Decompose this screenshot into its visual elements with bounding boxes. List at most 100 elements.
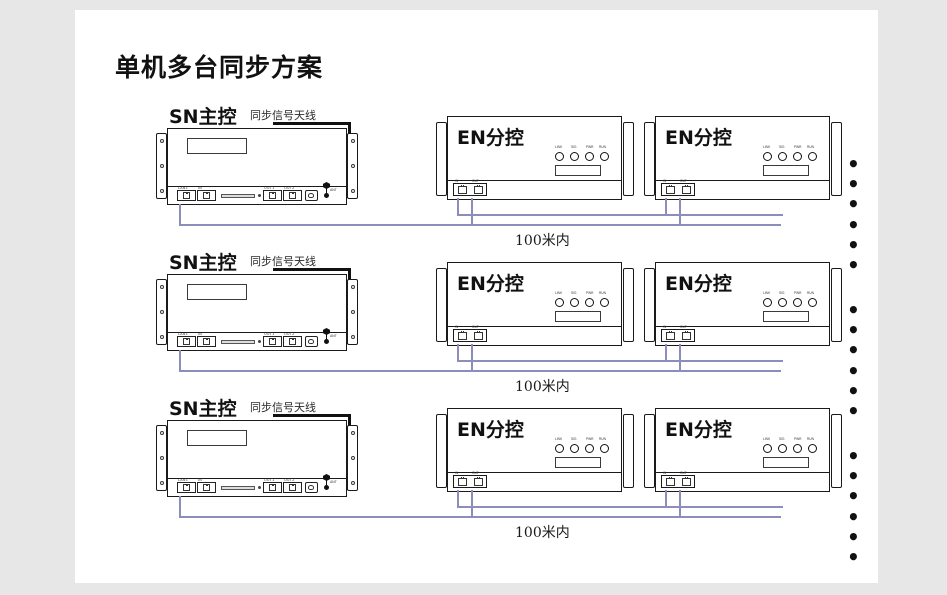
slave-port-group-icon[interactable]: [661, 475, 695, 488]
port-label: OUT2: [284, 477, 295, 482]
diagram-row: SN主控 同步信号天线 LAN1 IN OUT1 OUT2: [75, 102, 878, 275]
master-unit-sn[interactable]: SN主控 同步信号天线 LAN1 IN OUT1 OUT2: [155, 248, 415, 363]
master-port-out1-icon[interactable]: [263, 482, 282, 493]
slave-unit-en[interactable]: EN分控 LINK SIG PWR RUN IN OUT: [435, 262, 650, 362]
network-wire: [665, 344, 667, 362]
slave-knob-icon[interactable]: [585, 152, 594, 161]
antenna-connector-icon[interactable]: ANT: [323, 182, 337, 198]
slave-unit-en[interactable]: EN分控 LINK SIG PWR RUN IN OUT: [643, 262, 858, 362]
slave-knob-icon[interactable]: [570, 298, 579, 307]
master-port-out1-icon[interactable]: [263, 190, 282, 201]
antenna-connector-icon[interactable]: ANT: [323, 474, 337, 490]
slave-knob-icon[interactable]: [808, 152, 817, 161]
master-port-out1-icon[interactable]: [263, 336, 282, 347]
slave-chassis-lower: [447, 472, 622, 492]
port-label: LAN1: [178, 331, 189, 336]
slave-knob-icon[interactable]: [585, 444, 594, 453]
network-wire: [679, 198, 681, 225]
slave-knob-group: LINK SIG PWR RUN: [763, 437, 819, 454]
slave-knob-icon[interactable]: [763, 152, 772, 161]
master-port-lan1-icon[interactable]: [177, 482, 196, 493]
slave-knob-icon[interactable]: [570, 152, 579, 161]
port-label: OUT: [472, 325, 479, 329]
slave-knob-icon[interactable]: [555, 444, 564, 453]
slave-knob-icon[interactable]: [600, 298, 609, 307]
slave-port-group-icon[interactable]: [453, 183, 487, 196]
distance-label: 100米内: [515, 233, 570, 249]
slave-port-group-icon[interactable]: [453, 475, 487, 488]
slave-knob-icon[interactable]: [793, 152, 802, 161]
slave-knob-icon[interactable]: [600, 152, 609, 161]
rack-ear-left-icon: [436, 268, 447, 342]
slave-knob-icon[interactable]: [793, 444, 802, 453]
slave-unit-en[interactable]: EN分控 LINK SIG PWR RUN IN OUT: [435, 116, 650, 216]
network-wire: [179, 204, 181, 226]
slave-unit-en[interactable]: EN分控 LINK SIG PWR RUN IN OUT: [435, 408, 650, 508]
master-display-panel: [187, 430, 247, 446]
master-port-lan1-icon[interactable]: [177, 336, 196, 347]
port-label: OUT1: [264, 477, 275, 482]
network-wire: [179, 224, 781, 226]
master-port-in-icon[interactable]: [197, 190, 216, 201]
more-units-ellipsis: • • •: [847, 298, 863, 362]
rack-ear-left-icon: [644, 414, 655, 488]
master-round-connector-icon[interactable]: [305, 336, 318, 347]
knob-label: SIG: [779, 145, 785, 149]
knob-label: RUN: [599, 291, 606, 295]
slave-unit-en[interactable]: EN分控 LINK SIG PWR RUN IN OUT: [643, 116, 858, 216]
master-port-out2-icon[interactable]: [283, 190, 302, 201]
slave-chassis-lower: [447, 180, 622, 200]
slave-knob-icon[interactable]: [600, 444, 609, 453]
knob-label: LINK: [763, 291, 771, 295]
slave-display-panel: [763, 165, 809, 176]
page-title: 单机多台同步方案: [115, 53, 324, 82]
port-label: OUT2: [284, 331, 295, 336]
master-port-in-icon[interactable]: [197, 482, 216, 493]
rack-ear-left-icon: [436, 122, 447, 196]
slave-knob-icon[interactable]: [808, 298, 817, 307]
slave-chassis-lower: [447, 326, 622, 346]
slave-knob-icon[interactable]: [570, 444, 579, 453]
knob-label: SIG: [571, 145, 577, 149]
port-label: OUT1: [264, 331, 275, 336]
antenna-connector-icon[interactable]: ANT: [323, 328, 337, 344]
master-unit-sn[interactable]: SN主控 同步信号天线 LAN1 IN OUT1 OUT2: [155, 394, 415, 509]
master-port-in-icon[interactable]: [197, 336, 216, 347]
slave-knob-icon[interactable]: [763, 444, 772, 453]
slave-knob-icon[interactable]: [778, 444, 787, 453]
distance-label: 100米内: [515, 525, 570, 541]
slave-unit-en[interactable]: EN分控 LINK SIG PWR RUN IN OUT: [643, 408, 858, 508]
master-vent-strip: [221, 486, 255, 490]
slave-knob-icon[interactable]: [763, 298, 772, 307]
master-port-out2-icon[interactable]: [283, 336, 302, 347]
knob-label: RUN: [807, 437, 814, 441]
master-port-lan1-icon[interactable]: [177, 190, 196, 201]
slave-knob-icon[interactable]: [585, 298, 594, 307]
slave-port-group-icon[interactable]: [453, 329, 487, 342]
antenna-cable-icon: [273, 268, 351, 271]
port-label: IN: [455, 471, 459, 475]
master-round-connector-icon[interactable]: [305, 482, 318, 493]
port-label: LAN1: [178, 477, 189, 482]
slave-port-group-icon[interactable]: [661, 183, 695, 196]
master-unit-sn[interactable]: SN主控 同步信号天线 LAN1 IN OUT1 OUT2: [155, 102, 415, 217]
master-port-out2-icon[interactable]: [283, 482, 302, 493]
network-wire: [457, 506, 783, 508]
slave-knob-icon[interactable]: [778, 152, 787, 161]
antenna-port-label: ANT: [330, 334, 337, 338]
slave-knob-icon[interactable]: [808, 444, 817, 453]
slave-port-group-icon[interactable]: [661, 329, 695, 342]
port-label: IN: [198, 185, 203, 190]
port-label: IN: [455, 179, 459, 183]
master-round-connector-icon[interactable]: [305, 190, 318, 201]
knob-label: SIG: [779, 291, 785, 295]
slave-display-panel: [763, 457, 809, 468]
slave-knob-icon[interactable]: [555, 152, 564, 161]
more-wires-ellipsis: • • •: [847, 505, 863, 569]
network-wire: [179, 496, 181, 518]
slave-knob-group: LINK SIG PWR RUN: [763, 145, 819, 162]
slave-knob-icon[interactable]: [793, 298, 802, 307]
slave-knob-icon[interactable]: [555, 298, 564, 307]
slave-knob-icon[interactable]: [778, 298, 787, 307]
diagram-row: SN主控 同步信号天线 LAN1 IN OUT1 OUT2: [75, 248, 878, 421]
